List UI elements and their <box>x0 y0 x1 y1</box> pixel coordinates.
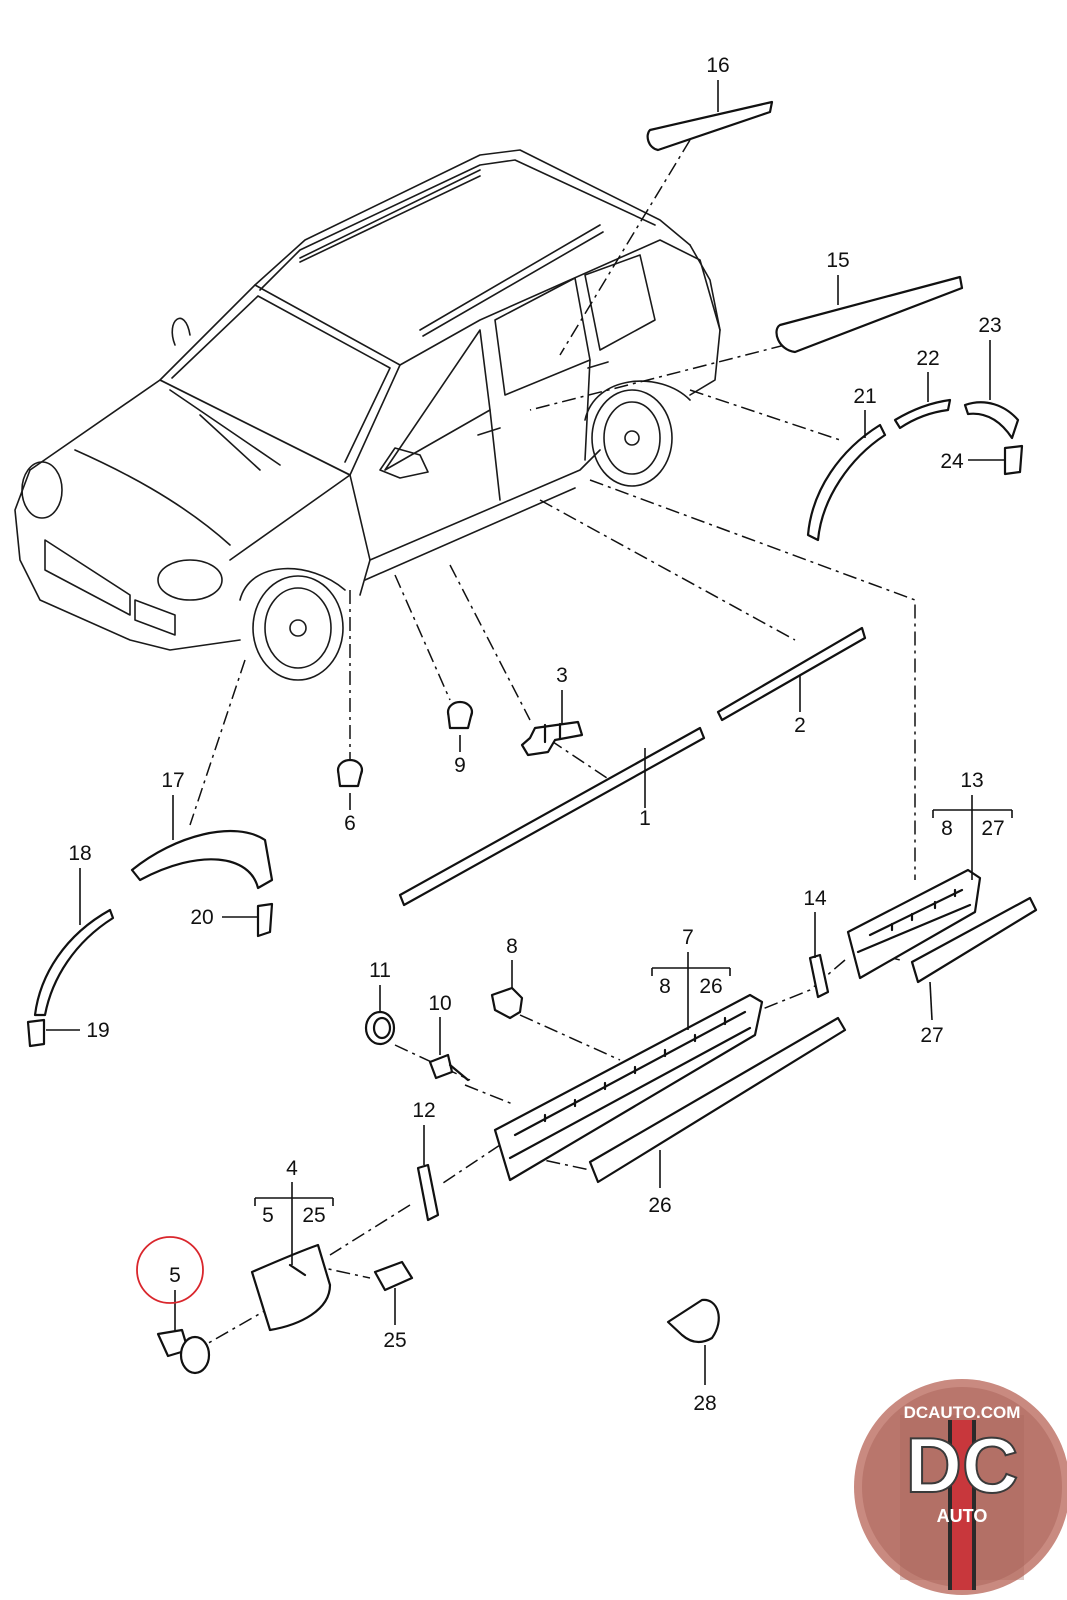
callout-27: 27 <box>920 1024 943 1047</box>
part-8-clip <box>490 986 524 1020</box>
callout-5-highlighted: 5 <box>169 1264 181 1287</box>
part-21-wheel-arch <box>806 423 887 542</box>
callout-18: 18 <box>68 842 91 865</box>
callout-23: 23 <box>978 314 1001 337</box>
part-17-wheel-arch <box>130 829 274 890</box>
part-3-clip <box>520 720 584 757</box>
callout-28: 28 <box>693 1392 716 1415</box>
callout-17: 17 <box>161 769 184 792</box>
part-10-screw <box>428 1053 470 1082</box>
part-5-clip <box>156 1328 211 1375</box>
part-26-strip <box>588 1016 847 1184</box>
part-13-rear-panel <box>846 868 982 980</box>
callout-8: 8 <box>506 935 518 958</box>
part-25-pad <box>373 1260 414 1292</box>
callout-22: 22 <box>916 347 939 370</box>
part-2-door-strip <box>716 626 867 722</box>
callout-26: 26 <box>648 1194 671 1217</box>
callout-12: 12 <box>412 1099 435 1122</box>
part-9-grommet <box>446 700 474 730</box>
part-15-roof-trim <box>775 275 964 354</box>
part-16-pillar-trim <box>646 100 774 152</box>
sublabel-13-b: 27 <box>981 817 1004 840</box>
callout-6: 6 <box>344 812 356 835</box>
callout-3: 3 <box>556 664 568 687</box>
part-7-door-panel <box>493 993 764 1182</box>
sublabel-7-b: 26 <box>699 975 722 998</box>
logo-sub-text: AUTO <box>937 1506 988 1526</box>
logo-url-text: DCAUTO.COM <box>904 1403 1021 1422</box>
callout-9: 9 <box>454 754 466 777</box>
callout-20: 20 <box>190 906 213 929</box>
dcauto-logo: DCAUTO.COM DC AUTO <box>854 1379 1067 1595</box>
callout-labels: 16 15 23 22 21 24 3 2 9 17 13 1 6 8 27 1… <box>68 54 1004 1415</box>
sublabel-4-a: 5 <box>262 1204 274 1227</box>
callout-16: 16 <box>706 54 729 77</box>
logo-mark: DC <box>906 1421 1019 1509</box>
callout-13: 13 <box>960 769 983 792</box>
sublabel-4-b: 25 <box>302 1204 325 1227</box>
callout-11: 11 <box>369 959 391 982</box>
callout-21: 21 <box>853 385 876 408</box>
part-1-sill-strip <box>398 726 706 907</box>
callout-25: 25 <box>383 1329 406 1352</box>
part-14-pad <box>808 953 830 999</box>
callout-7: 7 <box>682 926 694 949</box>
part-23-arch-trim <box>963 401 1020 440</box>
part-11-grommet <box>364 1010 396 1046</box>
callout-15: 15 <box>826 249 849 272</box>
part-28-tape <box>666 1298 720 1344</box>
part-27-strip <box>910 896 1038 984</box>
callout-14: 14 <box>803 887 827 910</box>
part-4-flap <box>250 1243 332 1332</box>
part-20-arch-end <box>256 902 274 938</box>
callout-24: 24 <box>940 450 964 473</box>
callout-2: 2 <box>794 714 806 737</box>
callout-10: 10 <box>428 992 451 1015</box>
part-19-arch-end <box>26 1018 46 1048</box>
highlight-circle <box>136 1236 204 1304</box>
callout-4: 4 <box>286 1157 298 1180</box>
callout-1: 1 <box>639 807 651 830</box>
sublabel-7-a: 8 <box>659 975 671 998</box>
part-24-arch-end <box>1003 444 1024 476</box>
callout-19: 19 <box>86 1019 109 1042</box>
callout-leader-lines <box>46 80 1013 1385</box>
part-22-arch-trim <box>893 398 952 430</box>
sublabel-13-a: 8 <box>941 817 953 840</box>
vehicle-illustration <box>14 149 721 681</box>
part-18-arch <box>33 908 115 1017</box>
part-12-pad <box>416 1163 440 1222</box>
part-6-grommet <box>336 758 364 788</box>
